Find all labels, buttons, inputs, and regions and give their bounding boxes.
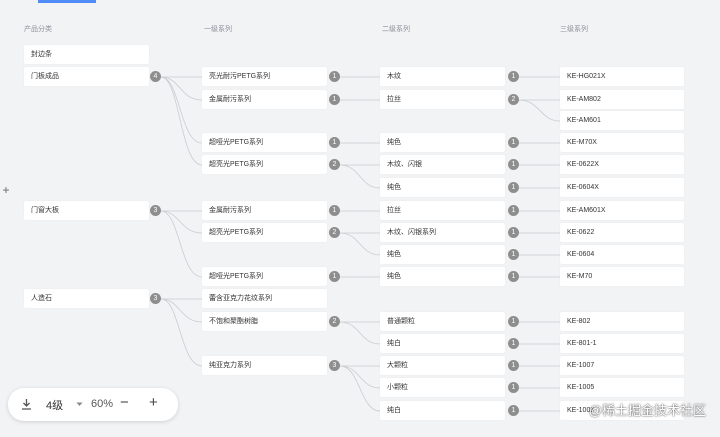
level3-node[interactable]: KE-801-1 (560, 334, 684, 353)
column-header-level2: 二级系列 (382, 26, 410, 33)
level1-node[interactable]: 超哑光PETG系列 (202, 133, 327, 152)
child-count-badge[interactable]: 3 (150, 293, 161, 304)
child-count-badge[interactable]: 1 (508, 360, 519, 371)
level2-node[interactable]: 拉丝 (380, 90, 505, 109)
child-count-badge[interactable]: 1 (508, 338, 519, 349)
level3-node[interactable]: KE-0604 (560, 245, 684, 264)
child-count-badge[interactable]: 1 (508, 205, 519, 216)
child-count-badge[interactable]: 2 (329, 159, 340, 170)
level1-node[interactable]: 纯亚克力系列 (202, 356, 327, 375)
column-header-level1: 一级系列 (204, 26, 232, 33)
level2-node[interactable]: 纯白 (380, 401, 505, 420)
level2-node[interactable]: 纯色 (380, 267, 505, 286)
child-count-badge[interactable]: 1 (508, 137, 519, 148)
child-count-badge[interactable]: 3 (329, 360, 340, 371)
level1-node[interactable]: 不饱和聚酯树脂 (202, 312, 327, 331)
child-count-badge[interactable]: 1 (508, 71, 519, 82)
child-count-badge[interactable]: 1 (508, 271, 519, 282)
category-node[interactable]: 门窗大板 (24, 201, 149, 220)
child-count-badge[interactable]: 1 (329, 94, 340, 105)
chevron-down-icon[interactable] (76, 402, 83, 407)
child-count-badge[interactable]: 1 (329, 271, 340, 282)
level1-node[interactable]: 亮光耐污PETG系列 (202, 67, 327, 86)
child-count-badge[interactable]: 3 (150, 205, 161, 216)
level1-node[interactable]: 超哑光PETG系列 (202, 267, 327, 286)
column-header-category: 产品分类 (24, 26, 52, 33)
level1-node[interactable]: 金属耐污系列 (202, 90, 327, 109)
level-select[interactable]: 4级 (46, 400, 64, 412)
child-count-badge[interactable]: 1 (508, 316, 519, 327)
child-count-badge[interactable]: 1 (329, 71, 340, 82)
level2-node[interactable]: 大颗粒 (380, 356, 505, 375)
watermark: @稀土掘金技术社区 (588, 403, 706, 418)
level2-node[interactable]: 拉丝 (380, 201, 505, 220)
level3-node[interactable]: KE-1005 (560, 378, 684, 397)
category-node[interactable]: 封边条 (24, 45, 149, 64)
zoom-toolbar: 4级 60% − + (8, 388, 178, 421)
child-count-badge[interactable]: 1 (508, 159, 519, 170)
zoom-out-button[interactable]: − (120, 394, 129, 411)
level3-node[interactable]: KE-1005 (560, 401, 684, 420)
child-count-badge[interactable]: 2 (329, 227, 340, 238)
child-count-badge[interactable]: 1 (508, 382, 519, 393)
level1-node[interactable]: 蕾含亚克力花纹系列 (202, 289, 327, 308)
child-count-badge[interactable]: 1 (329, 137, 340, 148)
level3-node[interactable]: KE-0622 (560, 223, 684, 242)
level2-node[interactable]: 普通颗粒 (380, 312, 505, 331)
child-count-badge[interactable]: 1 (508, 227, 519, 238)
level3-node[interactable]: KE-HG021X (560, 67, 684, 86)
level3-node[interactable]: KE-802 (560, 312, 684, 331)
child-count-badge[interactable]: 1 (508, 182, 519, 193)
level2-node[interactable]: 纯色 (380, 178, 505, 197)
level3-node[interactable]: KE-1007 (560, 356, 684, 375)
child-count-badge[interactable]: 1 (508, 249, 519, 260)
level2-node[interactable]: 小颗粒 (380, 378, 505, 397)
level2-node[interactable]: 木纹、闪银 (380, 155, 505, 174)
level1-node[interactable]: 金属耐污系列 (202, 201, 327, 220)
category-node[interactable]: 人造石 (24, 289, 149, 308)
active-tab-indicator (38, 0, 96, 3)
zoom-in-button[interactable]: + (149, 394, 158, 411)
zoom-level: 60% (91, 398, 114, 410)
child-count-badge[interactable]: 1 (508, 405, 519, 416)
download-icon[interactable] (21, 398, 32, 410)
level2-node[interactable]: 纯色 (380, 133, 505, 152)
level3-node[interactable]: KE-AM601X (560, 201, 684, 220)
level1-node[interactable]: 超亮光PETG系列 (202, 155, 327, 174)
level3-node[interactable]: KE-AM802 (560, 90, 684, 109)
level2-node[interactable]: 木纹、闪银系列 (380, 223, 505, 242)
level3-node[interactable]: KE-M70 (560, 267, 684, 286)
level2-node[interactable]: 木纹 (380, 67, 505, 86)
category-node[interactable]: 门板成品 (24, 67, 149, 86)
level3-node[interactable]: KE-0622X (560, 155, 684, 174)
column-header-level3: 三级系列 (560, 26, 588, 33)
child-count-badge[interactable]: 4 (150, 71, 161, 82)
level3-node[interactable]: KE-M70X (560, 133, 684, 152)
expand-panel-button[interactable]: + (2, 183, 10, 197)
child-count-badge[interactable]: 2 (329, 316, 340, 327)
level2-node[interactable]: 纯色 (380, 245, 505, 264)
child-count-badge[interactable]: 2 (508, 94, 519, 105)
child-count-badge[interactable]: 1 (329, 205, 340, 216)
level2-node[interactable]: 纯白 (380, 334, 505, 353)
level3-node[interactable]: KE-0604X (560, 178, 684, 197)
level1-node[interactable]: 超亮光PETG系列 (202, 223, 327, 242)
level3-node[interactable]: KE-AM601 (560, 111, 684, 130)
